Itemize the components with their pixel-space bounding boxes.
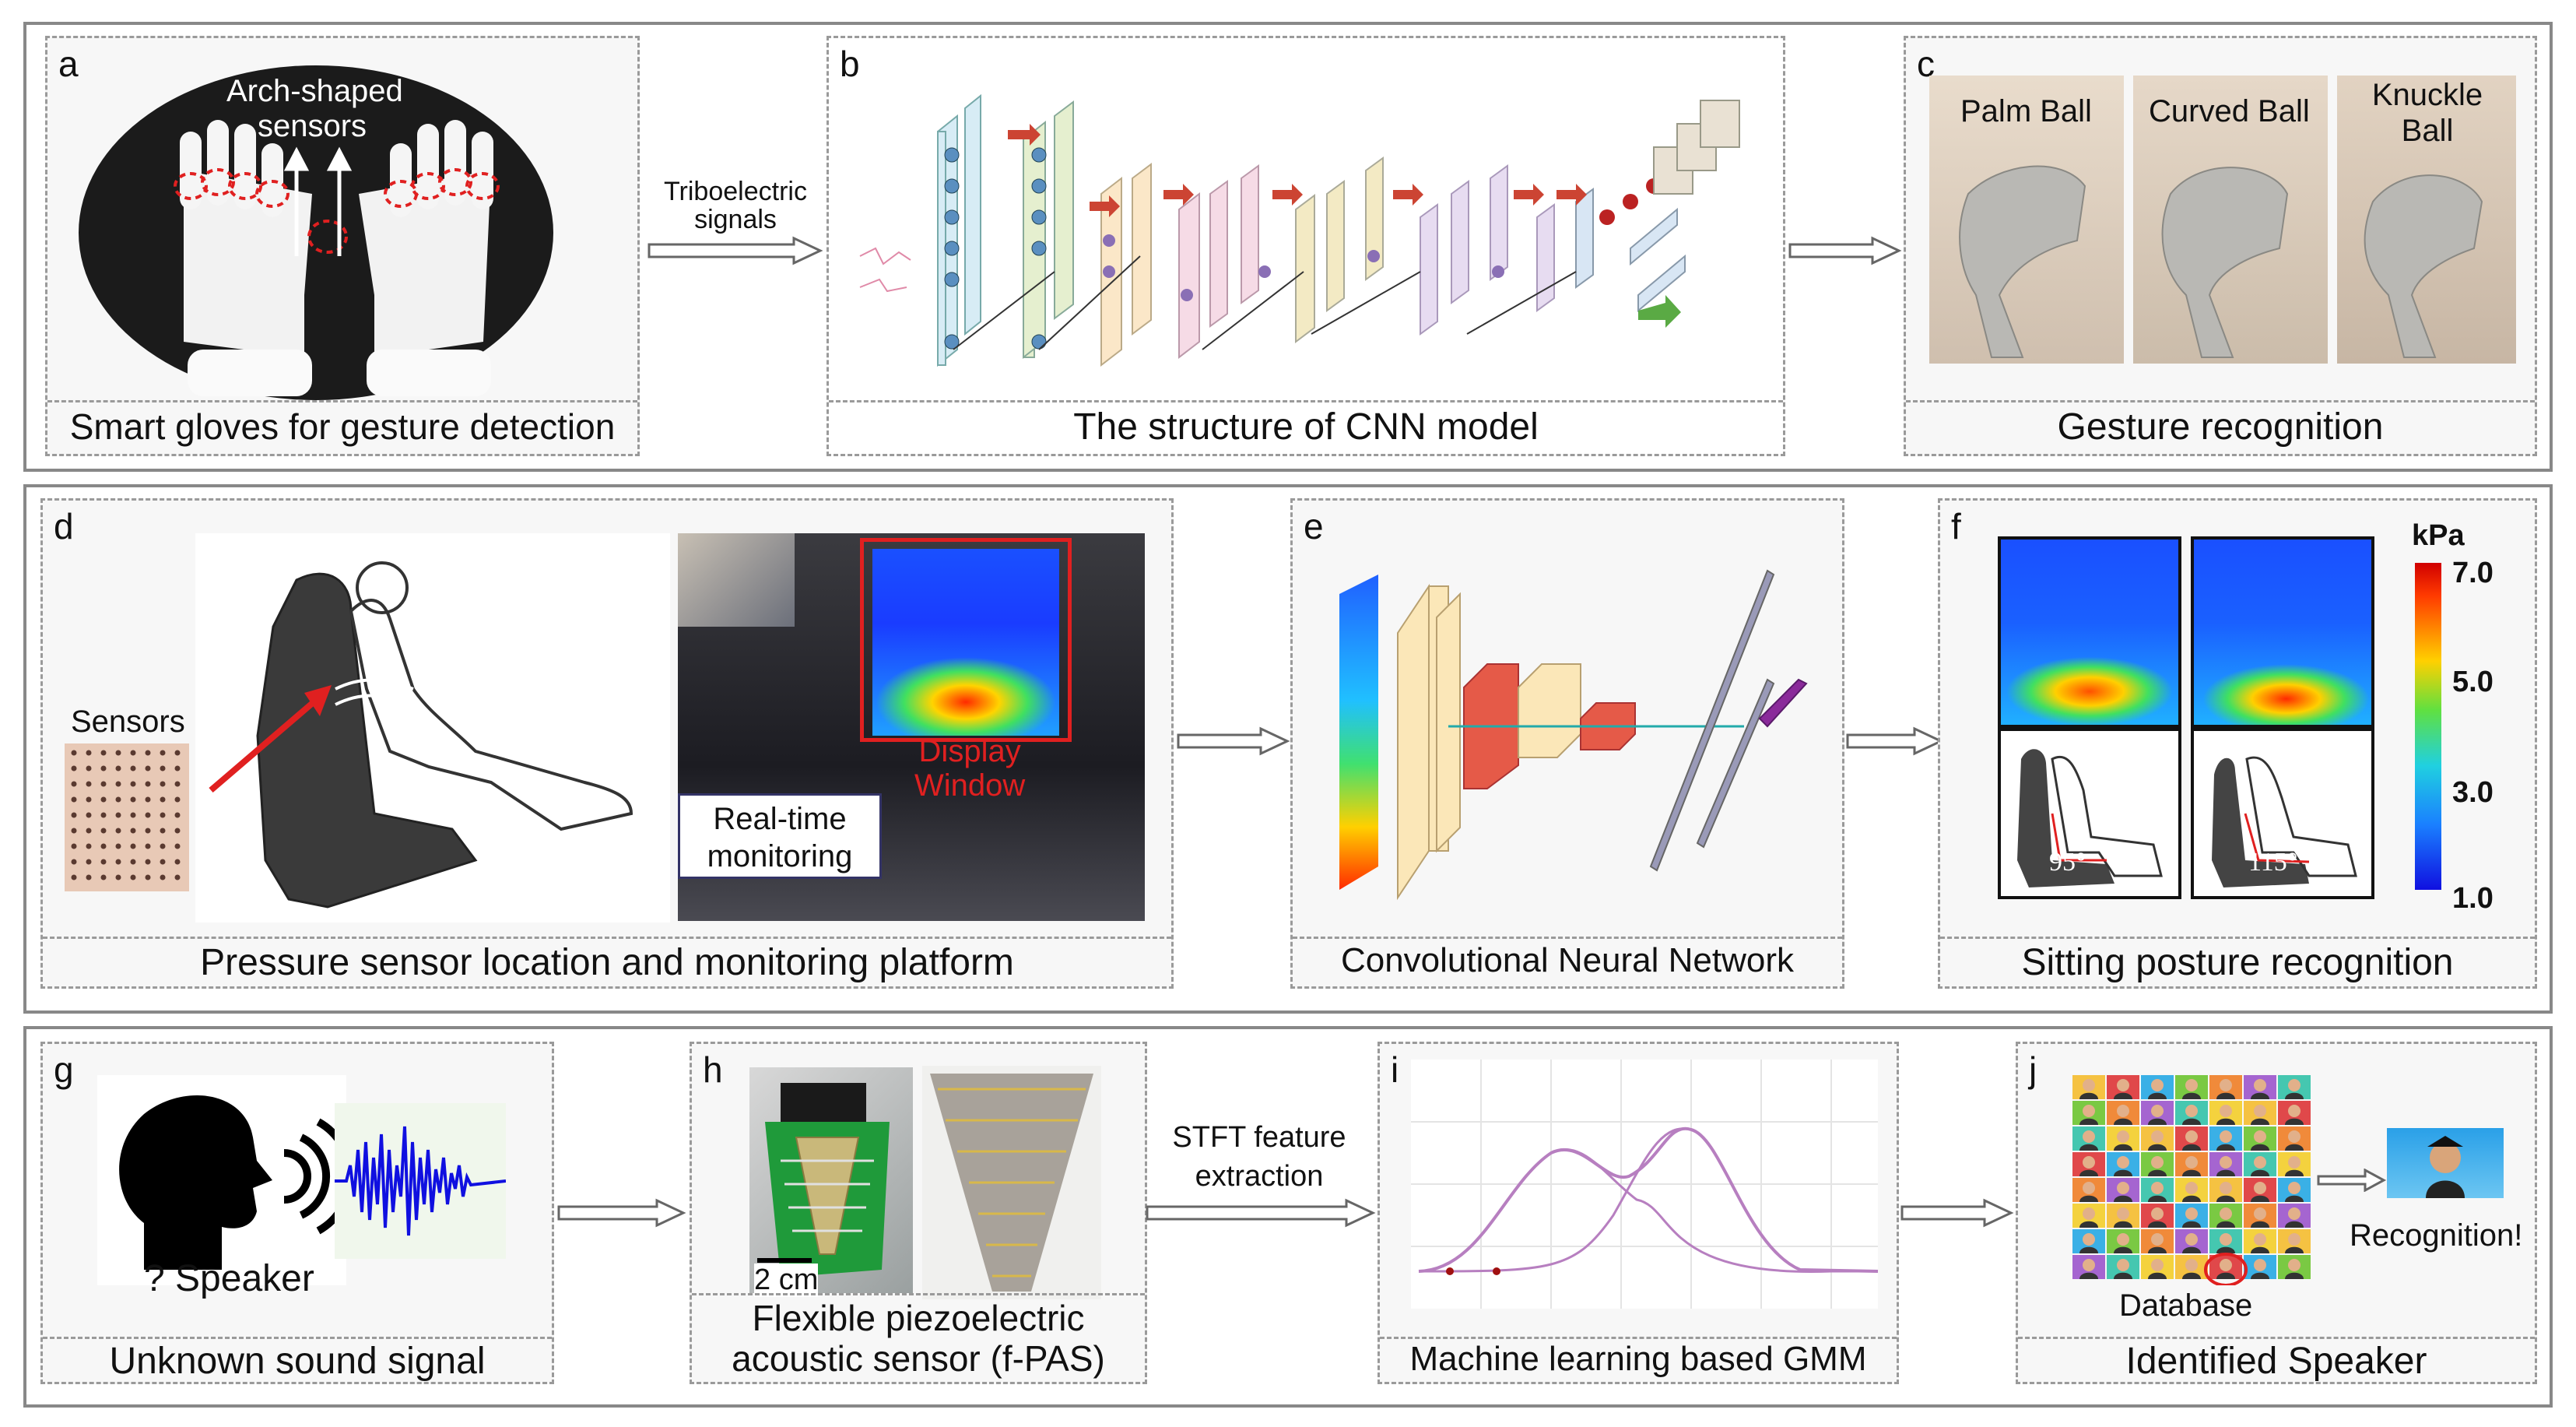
colorbar-unit: kPa (2412, 519, 2465, 552)
panel-caption: Convolutional Neural Network (1340, 941, 1795, 979)
panel-caption: Gesture recognition (2057, 406, 2384, 448)
panel-h: h 2 cm Flexible piezoelectric acoustic s… (690, 1042, 1147, 1384)
panel-f: f 95° 115° kPa 7.0 5.0 3.0 1.0 Sitting p… (1938, 498, 2537, 989)
cnn-3d-diagram (1339, 569, 1808, 901)
flow-arrow (1846, 726, 1944, 756)
panel-letter: c (1917, 44, 1935, 84)
colorbar-tick: 3.0 (2452, 776, 2494, 809)
panel-letter: f (1951, 506, 1961, 547)
angle-label: 95° (2049, 848, 2086, 877)
gesture-label: Palm Ball (1960, 94, 2092, 128)
panel-letter: j (2029, 1049, 2037, 1090)
arrow-ab-label: Triboelectric signals (664, 177, 807, 234)
panel-caption: Smart gloves for gesture detection (69, 406, 616, 447)
angle-label: 115° (2248, 848, 2298, 877)
sensor-array (65, 743, 189, 891)
panel-caption: Machine learning based GMM (1409, 1340, 1867, 1378)
posture-drawings (2017, 749, 2357, 887)
panel-i: i Machine learning based GMM (1377, 1042, 1899, 1384)
sensor-label: Arch-shaped sensors (226, 74, 403, 143)
realtime-label: Real-time monitoring (678, 793, 882, 879)
colorbar-tick: 7.0 (2452, 557, 2494, 589)
robot-hands (1959, 165, 2483, 358)
gesture-label: Curved Ball (2149, 94, 2310, 128)
gmm-plot (1411, 1060, 1879, 1309)
cnn-diagram (859, 93, 1740, 367)
flow-arrow (1146, 1198, 1376, 1228)
colorbar (2415, 563, 2441, 890)
panel-c: c Palm Ball Curved Ball Knuckle Ball Ges… (1904, 36, 2537, 456)
electrode-pattern (922, 1066, 1101, 1299)
panel-letter: e (1304, 506, 1324, 547)
database-label: Database (2119, 1288, 2253, 1323)
panel-caption: Identified Speaker (2125, 1341, 2427, 1382)
display-window-frame (860, 538, 1072, 742)
speaker-head-icon (97, 1075, 346, 1285)
panel-caption: Sitting posture recognition (2021, 942, 2454, 983)
display-window-label: Display Window (914, 734, 1026, 803)
panel-caption: Pressure sensor location and monitoring … (200, 942, 1014, 983)
colorbar-tick: 1.0 (2452, 882, 2494, 915)
glove-photo (79, 65, 553, 400)
panel-letter: h (703, 1049, 723, 1090)
arrow-hi-label: STFT feature extraction (1172, 1121, 1346, 1193)
panel-j: j Database Recognition! Identified Speak… (2016, 1042, 2537, 1384)
pressure-heatmap-95 (1998, 536, 2181, 728)
chair-drawing (209, 561, 633, 909)
panel-e: e Convolutional Neural Network (1290, 498, 1844, 989)
scale-bar-label: 2 cm (754, 1264, 819, 1297)
flow-arrow (1788, 236, 1902, 265)
flow-arrow (557, 1198, 686, 1228)
gesture-label: Knuckle Ball (2371, 78, 2483, 148)
sound-waveform (335, 1103, 506, 1259)
recognition-label: Recognition! (2350, 1218, 2523, 1253)
panel-letter: i (1391, 1049, 1399, 1090)
panel-caption: Unknown sound signal (109, 1341, 486, 1382)
colorbar-tick: 5.0 (2452, 666, 2494, 698)
face-avatar-icon (2426, 1136, 2465, 1198)
panel-letter: g (54, 1049, 74, 1090)
pcb-sensor (757, 1083, 890, 1278)
panel-g: g ? Speaker Unknown sound signal (40, 1042, 554, 1384)
speaker-label: ? Speaker (144, 1258, 314, 1299)
panel-letter: a (58, 44, 79, 84)
panel-d: d Sensors Display Window Real-time monit… (40, 498, 1174, 989)
panel-caption: The structure of CNN model (1073, 406, 1539, 448)
person-photo (678, 533, 795, 627)
flow-arrow (1900, 1198, 2014, 1228)
panel-caption: Flexible piezoelectric acoustic sensor (… (732, 1298, 1105, 1379)
panel-b: b (826, 36, 1785, 456)
panel-letter: b (840, 44, 860, 84)
sensors-label: Sensors (71, 705, 185, 739)
flow-arrow (1177, 726, 1290, 756)
face-database (2072, 1075, 2311, 1285)
pressure-heatmap-115 (2191, 536, 2374, 728)
identify-arrow (2317, 1169, 2387, 1192)
panel-letter: d (54, 506, 74, 547)
heatmap-screen (872, 549, 1059, 736)
flow-arrow (648, 236, 823, 265)
panel-a: a Arch-shaped sensors Smart gloves for g… (45, 36, 640, 456)
